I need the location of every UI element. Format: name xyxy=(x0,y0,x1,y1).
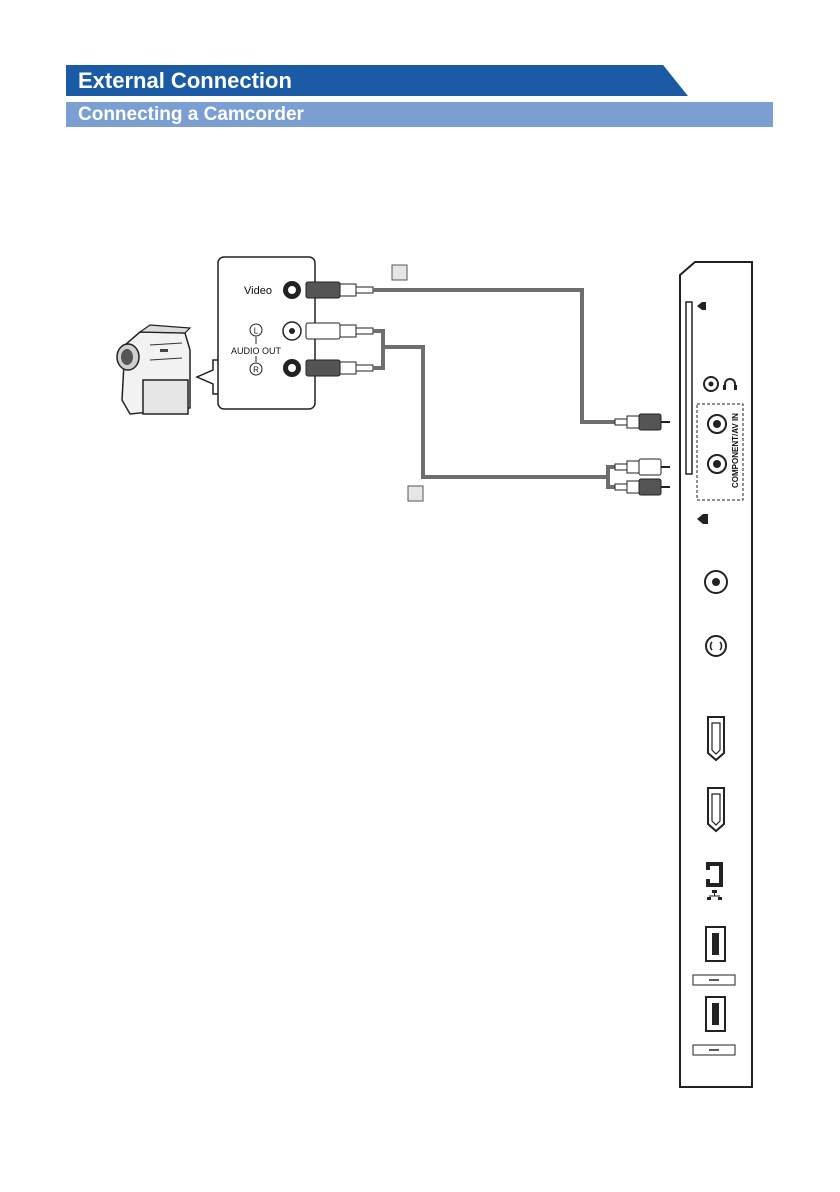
audio-left-jack xyxy=(283,322,301,340)
usb-port-2 xyxy=(706,997,725,1031)
audio-right-jack xyxy=(283,359,301,377)
audio-left-plug-tv xyxy=(615,459,670,475)
optical-jack xyxy=(706,636,726,656)
video-plug-tv xyxy=(615,414,670,430)
video-jack xyxy=(283,281,301,299)
component-av-jack-2 xyxy=(708,455,726,473)
usb-port-1 xyxy=(706,927,725,961)
hdmi-port-2 xyxy=(708,788,724,831)
step-marker-2 xyxy=(408,486,423,501)
audio-cable xyxy=(383,347,608,477)
audio-right-plug-camcorder xyxy=(306,360,373,376)
video-label: Video xyxy=(244,285,272,297)
camcorder-illustration xyxy=(117,325,190,414)
audio-cable-split-top xyxy=(608,467,615,477)
video-cable xyxy=(373,290,615,422)
audio-cable-right xyxy=(373,347,383,368)
left-channel-label: L xyxy=(254,327,259,336)
direction-arrow xyxy=(197,360,218,394)
audio-cable-split-bottom xyxy=(608,477,615,487)
lan-port xyxy=(706,862,723,887)
card-slot xyxy=(686,302,692,474)
audio-out-label: AUDIO OUT xyxy=(231,346,282,356)
audio-right-plug-tv xyxy=(615,479,670,495)
video-plug-camcorder xyxy=(306,282,373,298)
component-av-jack-1 xyxy=(708,415,726,433)
right-channel-label: R xyxy=(253,366,259,375)
audio-cable-left xyxy=(373,331,383,347)
step-marker-1 xyxy=(392,265,407,280)
headphone-jack xyxy=(704,377,718,391)
audio-left-plug-camcorder xyxy=(306,323,373,339)
antenna-jack xyxy=(705,571,727,593)
component-av-label: COMPONENT/AV IN xyxy=(731,413,740,488)
hdmi-port-1 xyxy=(708,717,724,760)
